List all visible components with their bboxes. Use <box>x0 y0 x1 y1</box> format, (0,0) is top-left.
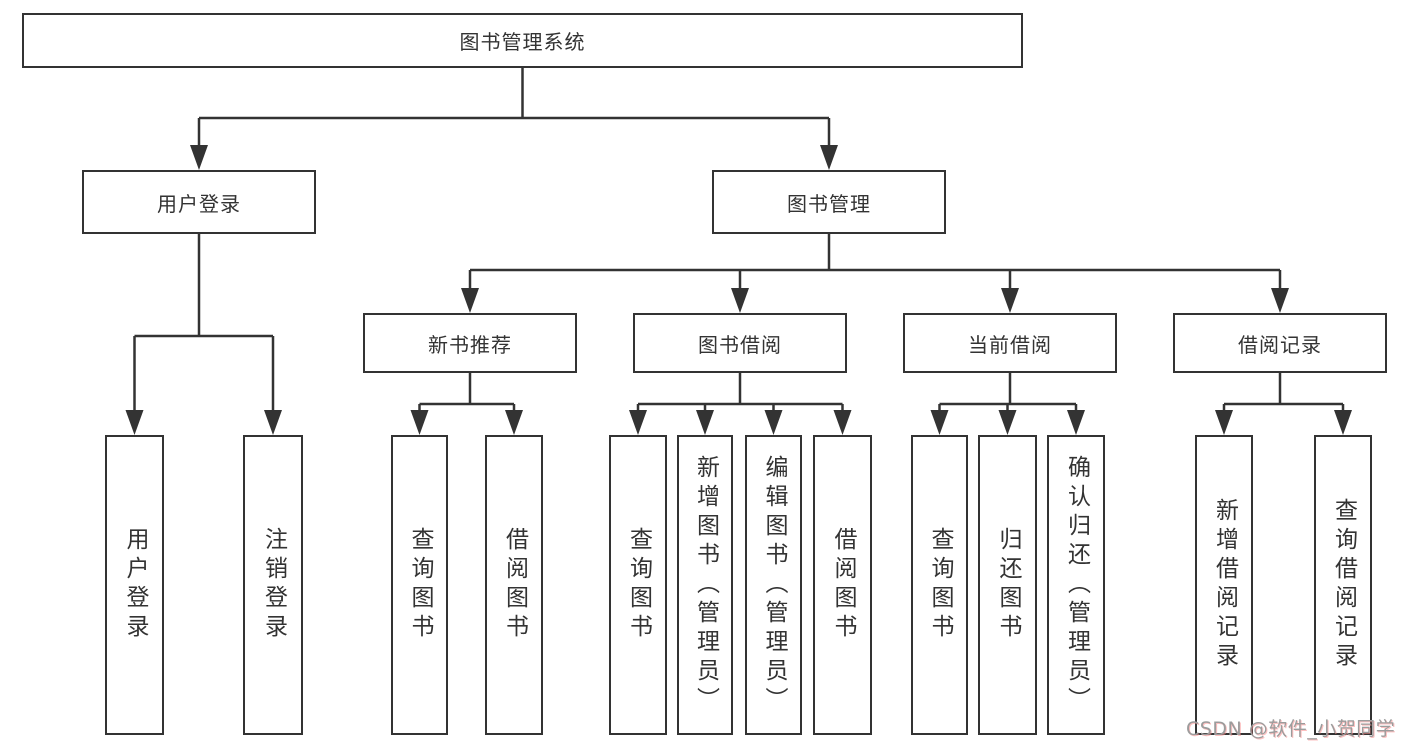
leaf-query-books-current: 查询图书 <box>911 435 968 735</box>
node-book-management: 图书管理 <box>712 170 946 234</box>
leaf-add-books-admin-label: 新增图书（管理员） <box>692 454 719 716</box>
leaf-query-books-borrow-label: 查询图书 <box>625 527 652 643</box>
leaf-add-borrow-record: 新增借阅记录 <box>1195 435 1253 735</box>
node-current-borrow: 当前借阅 <box>903 313 1117 373</box>
leaf-return-books: 归还图书 <box>978 435 1037 735</box>
leaf-add-books-admin: 新增图书（管理员） <box>677 435 733 735</box>
leaf-logout: 注销登录 <box>243 435 303 735</box>
node-borrow-records-label: 借阅记录 <box>1238 332 1322 357</box>
node-new-book-recommend: 新书推荐 <box>363 313 577 373</box>
leaf-confirm-return-admin: 确认归还（管理员） <box>1047 435 1105 735</box>
leaf-query-books-borrow: 查询图书 <box>609 435 667 735</box>
leaf-confirm-return-admin-label: 确认归还（管理员） <box>1063 454 1090 716</box>
leaf-query-borrow-record: 查询借阅记录 <box>1314 435 1372 735</box>
leaf-query-books-recommend: 查询图书 <box>391 435 448 735</box>
leaf-return-books-label: 归还图书 <box>995 527 1021 643</box>
leaf-edit-books-admin: 编辑图书（管理员） <box>745 435 802 735</box>
leaf-edit-books-admin-label: 编辑图书（管理员） <box>761 454 787 716</box>
node-user-login-label: 用户登录 <box>157 191 241 216</box>
node-root-label: 图书管理系统 <box>459 30 586 54</box>
node-root: 图书管理系统 <box>22 13 1023 68</box>
node-book-management-label: 图书管理 <box>787 191 871 216</box>
leaf-borrow-books-recommend: 借阅图书 <box>485 435 543 735</box>
leaf-user-login-label: 用户登录 <box>122 527 148 643</box>
node-book-borrow: 图书借阅 <box>633 313 847 373</box>
node-current-borrow-label: 当前借阅 <box>968 332 1052 357</box>
node-user-login: 用户登录 <box>82 170 316 234</box>
node-borrow-records: 借阅记录 <box>1173 313 1387 373</box>
leaf-user-login: 用户登录 <box>105 435 164 735</box>
csdn-watermark: CSDN @软件_小贺同学 <box>1186 718 1396 740</box>
leaf-query-books-current-label: 查询图书 <box>927 527 953 643</box>
leaf-query-borrow-record-label: 查询借阅记录 <box>1330 498 1357 672</box>
leaf-query-books-recommend-label: 查询图书 <box>407 527 433 643</box>
leaf-logout-label: 注销登录 <box>260 527 287 643</box>
leaf-borrow-books-recommend-label: 借阅图书 <box>501 527 528 643</box>
node-new-book-recommend-label: 新书推荐 <box>428 332 512 357</box>
leaf-add-borrow-record-label: 新增借阅记录 <box>1211 498 1238 672</box>
leaf-borrow-books-label: 借阅图书 <box>830 527 856 643</box>
leaf-borrow-books: 借阅图书 <box>813 435 872 735</box>
connector-path <box>133 68 1345 414</box>
node-book-borrow-label: 图书借阅 <box>698 332 782 357</box>
arrowheads <box>125 145 1352 435</box>
